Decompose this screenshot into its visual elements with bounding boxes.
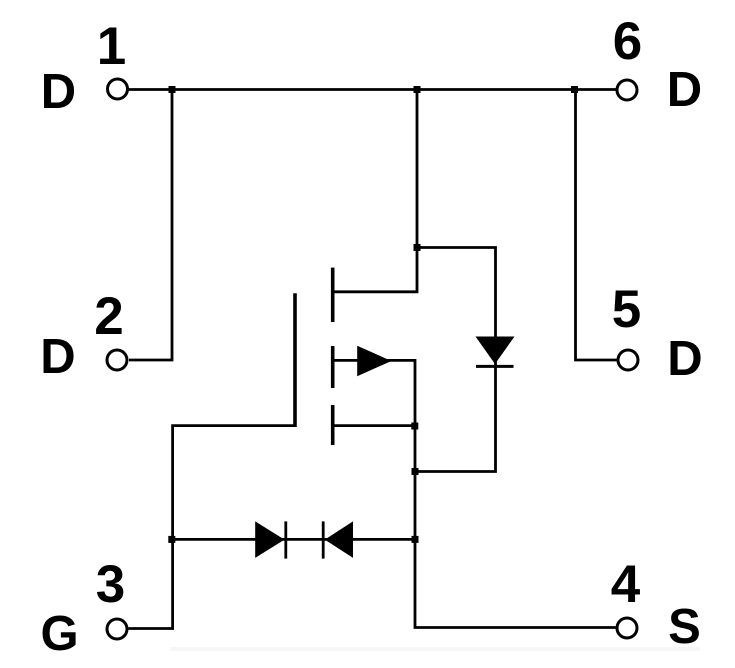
svg-text:4: 4 bbox=[611, 555, 641, 614]
svg-text:G: G bbox=[40, 607, 78, 661]
svg-text:6: 6 bbox=[613, 12, 642, 71]
svg-text:2: 2 bbox=[94, 287, 123, 346]
svg-text:1: 1 bbox=[97, 17, 126, 76]
svg-text:S: S bbox=[668, 600, 701, 654]
svg-text:D: D bbox=[667, 332, 702, 386]
svg-text:D: D bbox=[667, 63, 702, 117]
svg-text:5: 5 bbox=[612, 280, 641, 339]
svg-text:D: D bbox=[40, 330, 75, 384]
svg-text:3: 3 bbox=[96, 555, 125, 614]
svg-text:D: D bbox=[41, 65, 76, 119]
